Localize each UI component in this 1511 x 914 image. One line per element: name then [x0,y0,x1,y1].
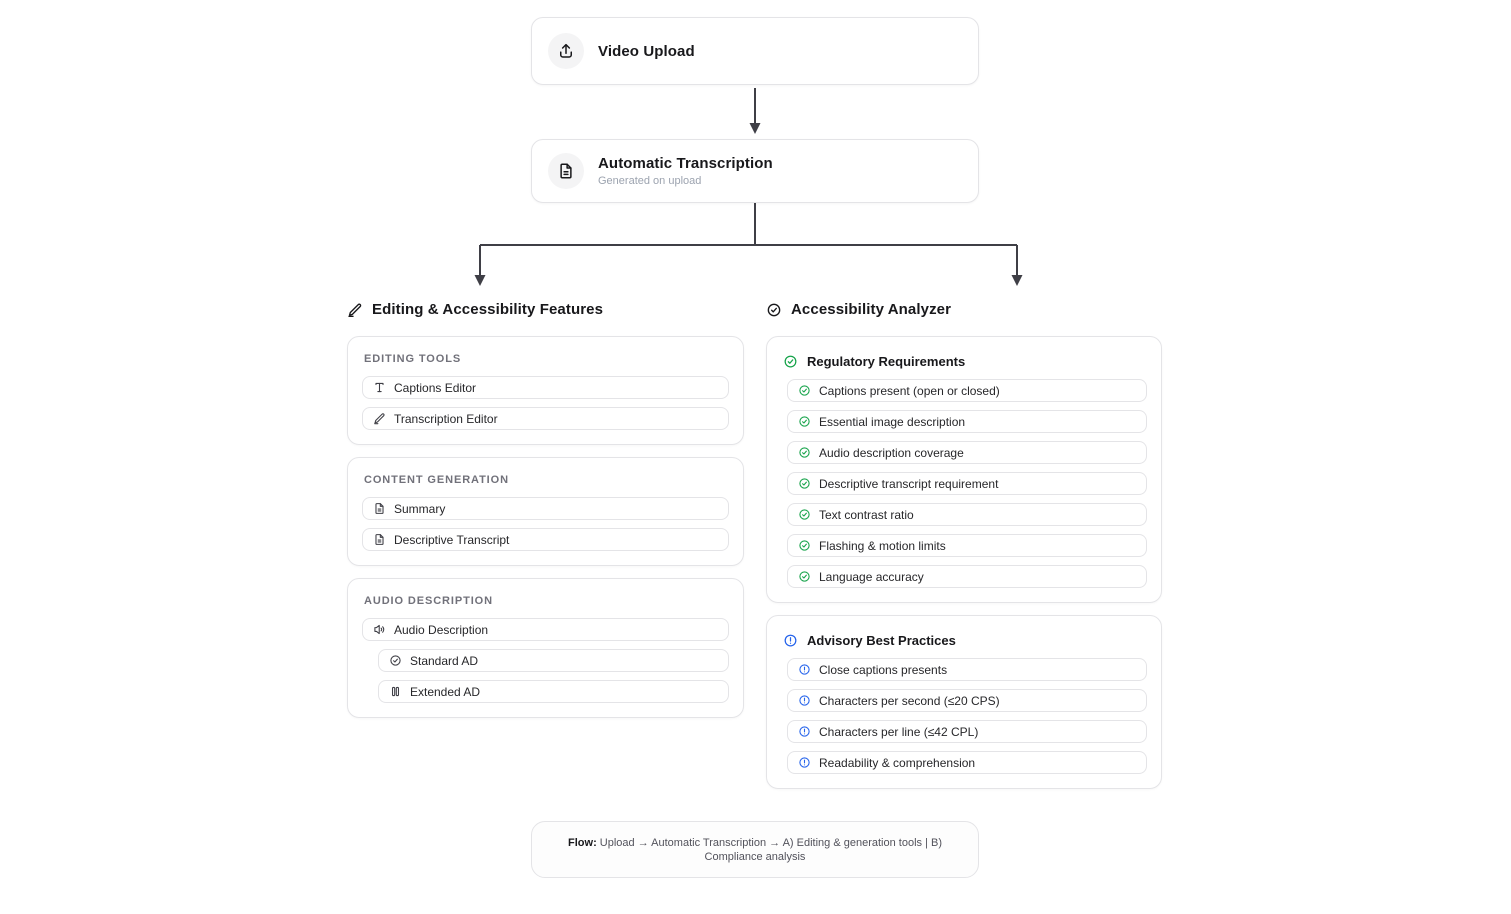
check-item-label: Audio description coverage [819,445,964,460]
check-circle-icon [798,477,811,490]
analyzer-card-title: Regulatory Requirements [807,354,966,369]
check-item-label: Language accuracy [819,569,924,584]
check-circle-icon [798,570,811,583]
check-circle-icon [798,384,811,397]
check-item-label: Close captions presents [819,662,948,677]
feature-item-summary: Summary [362,497,729,520]
section-title: Accessibility Analyzer [791,301,952,318]
section-accessibility-analyzer: Accessibility Analyzer Regulatory Requir… [766,301,1162,789]
feature-item-label: Summary [394,501,446,516]
check-item-audio-description-coverage: Audio description coverage [787,441,1147,464]
check-item-label: Flashing & motion limits [819,538,946,553]
feature-item-extended-ad: Extended AD [378,680,729,703]
analyzer-card-header: Regulatory Requirements [783,354,1147,369]
flow-summary-body: Upload → Automatic Transcription → A) Ed… [596,836,942,863]
alert-circle-icon [798,725,811,738]
section-header-editing: Editing & Accessibility Features [347,301,744,318]
flow-summary-label: Flow: [568,836,597,849]
check-item-essential-image-description: Essential image description [787,410,1147,433]
feature-item-label: Standard AD [410,653,479,668]
feature-item-standard-ad: Standard AD [378,649,729,672]
check-item-readability-comprehension: Readability & comprehension [787,751,1147,774]
feature-item-captions-editor: Captions Editor [362,376,729,399]
check-item-label: Readability & comprehension [819,755,976,770]
node-title: Automatic Transcription [598,155,773,172]
feature-item-transcription-editor: Transcription Editor [362,407,729,430]
file-text-icon [373,533,386,546]
check-circle-icon [798,508,811,521]
check-circle-icon [783,354,798,369]
analyzer-items: Captions present (open or closed) Essenti… [787,379,1147,588]
alert-circle-icon [783,633,798,648]
type-icon [373,381,386,394]
check-circle-icon [798,539,811,552]
check-item-close-captions-presents: Close captions presents [787,658,1147,681]
pause-icon [389,685,402,698]
card-label: AUDIO DESCRIPTION [364,595,493,607]
flow-node-video-upload: Video Upload [531,17,979,85]
analyzer-card-header: Advisory Best Practices [783,633,1147,648]
check-item-language-accuracy: Language accuracy [787,565,1147,588]
check-item-flashing-motion-limits: Flashing & motion limits [787,534,1147,557]
check-circle-icon [766,302,782,318]
node-title: Video Upload [598,42,695,60]
pencil-icon [347,302,363,318]
feature-item-label: Transcription Editor [394,411,498,426]
card-label: EDITING TOOLS [364,353,462,365]
card-label: CONTENT GENERATION [364,474,509,486]
section-editing-features: Editing & Accessibility Features EDITING… [347,301,744,718]
check-item-label: Captions present (open or closed) [819,383,1000,398]
feature-item-label: Descriptive Transcript [394,532,510,547]
check-item-label: Characters per second (≤20 CPS) [819,693,1000,708]
flow-summary-box: Flow: Upload → Automatic Transcription →… [531,821,979,878]
alert-circle-icon [798,663,811,676]
check-circle-icon [798,415,811,428]
pencil-icon [373,412,386,425]
alert-circle-icon [798,756,811,769]
check-item-characters-per-line-42-cpl: Characters per line (≤42 CPL) [787,720,1147,743]
analyzer-card-title: Advisory Best Practices [807,633,956,648]
flow-summary-text: Flow: Upload → Automatic Transcription →… [568,836,942,864]
section-title: Editing & Accessibility Features [372,301,604,318]
check-item-characters-per-second-20-cps: Characters per second (≤20 CPS) [787,689,1147,712]
check-item-label: Text contrast ratio [819,507,914,522]
feature-item-label: Captions Editor [394,380,477,395]
feature-item-label: Extended AD [410,684,481,699]
feature-item-label: Audio Description [394,622,489,637]
file-text-icon [548,153,584,189]
check-item-descriptive-transcript-requirement: Descriptive transcript requirement [787,472,1147,495]
feature-item-audio-description: Audio Description [362,618,729,641]
node-subtitle: Generated on upload [598,175,702,187]
check-item-label: Descriptive transcript requirement [819,476,999,491]
file-text-icon [373,502,386,515]
check-item-text-contrast-ratio: Text contrast ratio [787,503,1147,526]
check-circle-icon [389,654,402,667]
check-item-label: Characters per line (≤42 CPL) [819,724,979,739]
alert-circle-icon [798,694,811,707]
flow-node-automatic-transcription: Automatic Transcription Generated on upl… [531,139,979,203]
upload-icon [548,33,584,69]
check-circle-icon [798,446,811,459]
check-item-label: Essential image description [819,414,966,429]
check-item-captions-present-open-or-closed: Captions present (open or closed) [787,379,1147,402]
section-header-analyzer: Accessibility Analyzer [766,301,1162,318]
feature-item-descriptive-transcript: Descriptive Transcript [362,528,729,551]
speaker-icon [373,623,386,636]
